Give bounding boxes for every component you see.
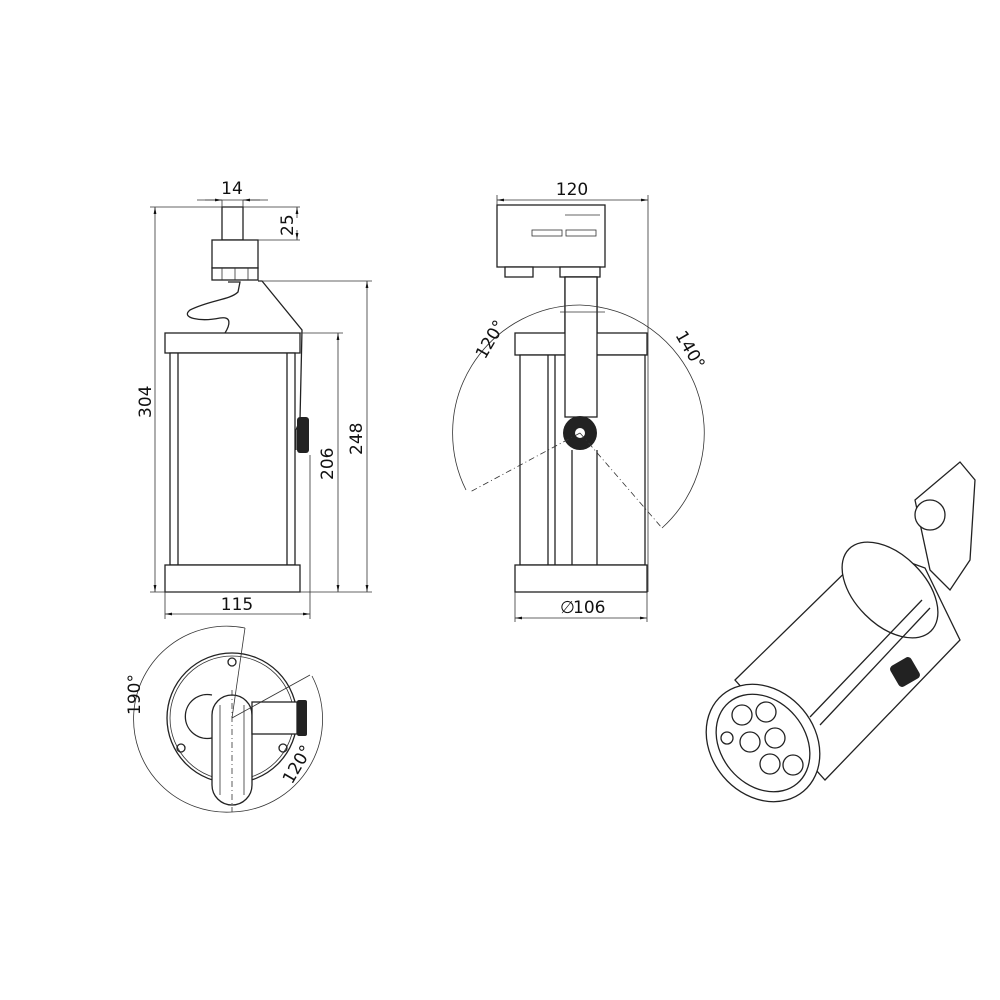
dim-tilt-left: 120° — [472, 317, 510, 362]
dim-body-height: 206 — [318, 448, 338, 480]
front-view: 14 25 304 248 206 115 — [136, 179, 372, 619]
dim-adapter-length: 120 — [556, 180, 588, 200]
dim-tilt-right: 140° — [671, 328, 709, 373]
dim-bracket-height: 248 — [347, 423, 367, 455]
dim-total-height: 304 — [136, 386, 156, 418]
dim-diameter: 106 — [573, 598, 605, 618]
bottom-view: 190° 120° — [125, 625, 323, 813]
isometric-view — [705, 461, 976, 803]
dim-rotation: 190° — [125, 674, 145, 715]
side-view: 120° 140° 120 ∅ 106 — [452, 180, 709, 622]
dim-knob-rotation: 120° — [279, 742, 317, 787]
dim-adapter-height: 25 — [278, 214, 298, 236]
diameter-symbol: ∅ — [560, 598, 575, 618]
dim-width: 115 — [221, 595, 253, 615]
led-lenses-icon — [720, 701, 804, 776]
dim-adapter-width: 14 — [221, 179, 243, 199]
knob-icon — [297, 417, 309, 453]
